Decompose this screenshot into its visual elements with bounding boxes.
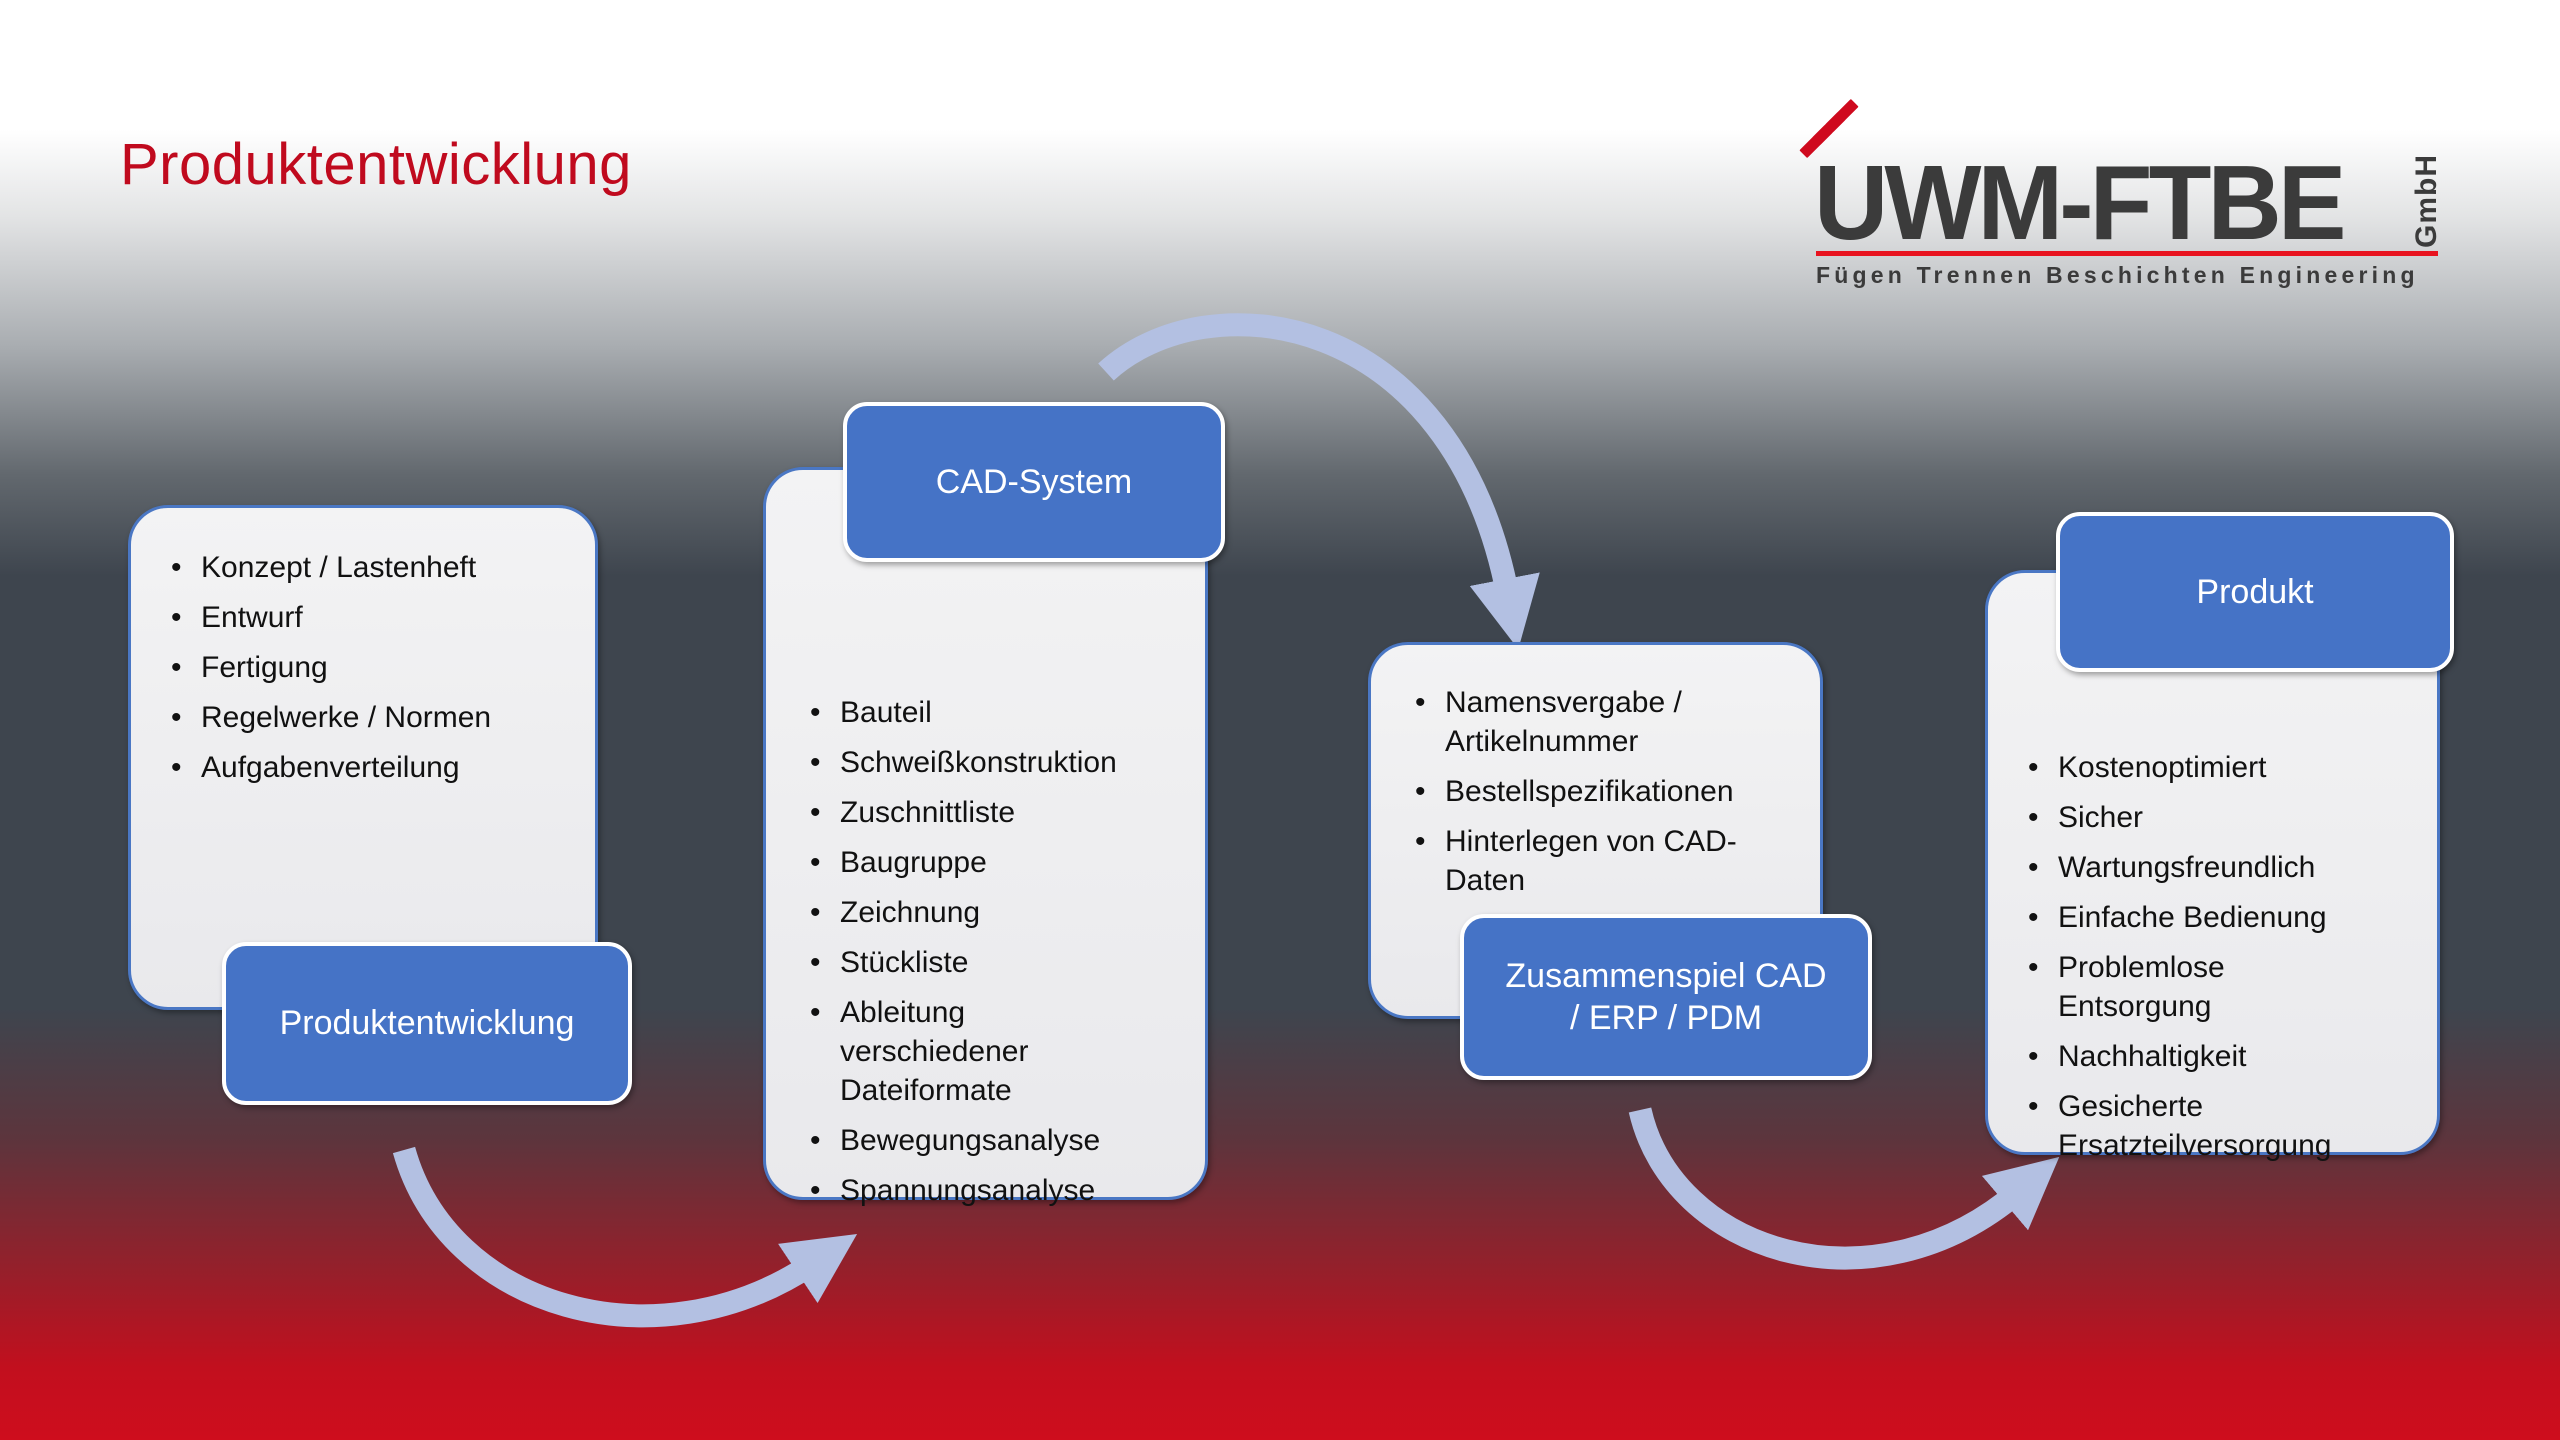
step-label-text: Zusammenspiel CAD / ERP / PDM — [1505, 956, 1827, 1038]
step-label-text: CAD-System — [935, 462, 1133, 501]
step-label-text: Produktentwicklung — [279, 1004, 575, 1043]
step-label-cad-system: CAD-System — [843, 402, 1225, 562]
flow-arrow-step3-to-step4 — [1628, 1107, 2060, 1270]
flow-arrow-step1-to-step2 — [392, 1146, 858, 1328]
step-label-text: Produkt — [2196, 572, 2314, 611]
bullet-item: Hinterlegen von CAD-Daten — [1411, 822, 1790, 900]
step-label-zusammenspiel: Zusammenspiel CAD / ERP / PDM — [1460, 914, 1872, 1080]
bullet-list: KostenoptimiertSicherWartungsfreundlichE… — [2024, 748, 2369, 1165]
bullet-item: Zuschnittliste — [806, 793, 1145, 832]
bullet-item: Schweißkonstruktion — [806, 743, 1145, 782]
logo-suffix: GmbH — [2410, 154, 2443, 248]
bullet-item: Kostenoptimiert — [2024, 748, 2369, 787]
logo-stripe — [1825, 98, 1859, 133]
page-title: Produktentwicklung — [120, 131, 632, 197]
step-card-produktentwicklung: Konzept / LastenheftEntwurfFertigungRege… — [128, 505, 598, 1010]
bullet-list: Konzept / LastenheftEntwurfFertigungRege… — [167, 548, 565, 787]
logo-tagline: Fügen Trennen Beschichten Engineering — [1816, 262, 2419, 288]
bullet-item: Konzept / Lastenheft — [167, 548, 565, 587]
bullet-item: Regelwerke / Normen — [167, 698, 565, 737]
bullet-item: Ableitung verschiedener Dateiformate — [806, 993, 1145, 1110]
step-card-cad-system: BauteilSchweißkonstruktionZuschnittliste… — [763, 467, 1208, 1210]
bullet-item: Namensvergabe / Artikelnummer — [1411, 683, 1790, 761]
bullet-item: Baugruppe — [806, 843, 1145, 882]
step-label-produkt: Produkt — [2056, 512, 2454, 672]
bullet-item: Bauteil — [806, 693, 1145, 732]
bullet-item: Zeichnung — [806, 893, 1145, 932]
bullet-item: Wartungsfreundlich — [2024, 848, 2369, 887]
bullet-list: Namensvergabe / ArtikelnummerBestellspez… — [1411, 683, 1790, 900]
logo-name: UWM-FTBE — [1814, 144, 2346, 262]
company-logo: UWM-FTBE GmbH Fügen Trennen Beschichten … — [1799, 92, 2465, 292]
bullet-item: Stückliste — [806, 943, 1145, 982]
bullet-item: Einfache Bedienung — [2024, 898, 2369, 937]
bullet-item: Bestellspezifikationen — [1411, 772, 1790, 811]
bullet-item: Gesicherte Ersatzteilversorgung — [2024, 1087, 2369, 1165]
bullet-item: Nachhaltigkeit — [2024, 1037, 2369, 1076]
bullet-item: Spannungsanalyse — [806, 1171, 1145, 1210]
bullet-item: Entwurf — [167, 598, 565, 637]
bullet-item: Sicher — [2024, 798, 2369, 837]
logo-underline — [1816, 251, 2438, 256]
step-card-zusammenspiel: Namensvergabe / ArtikelnummerBestellspez… — [1368, 642, 1823, 1019]
bullet-item: Problemlose Entsorgung — [2024, 948, 2369, 1026]
step-label-produktentwicklung: Produktentwicklung — [222, 942, 632, 1105]
bullet-item: Aufgabenverteilung — [167, 748, 565, 787]
bullet-item: Fertigung — [167, 648, 565, 687]
bullet-item: Bewegungsanalyse — [806, 1121, 1145, 1160]
bullet-list: BauteilSchweißkonstruktionZuschnittliste… — [806, 693, 1145, 1210]
